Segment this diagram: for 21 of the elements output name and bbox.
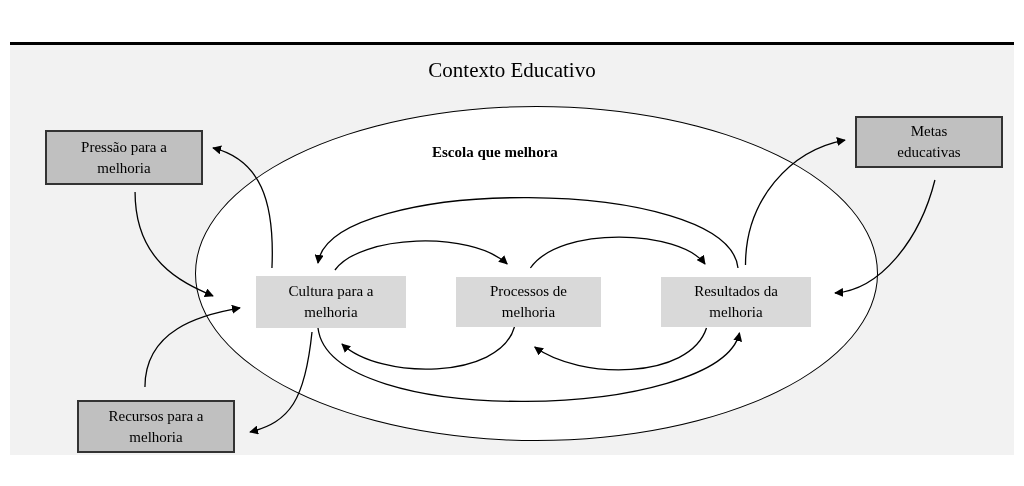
process-box: Cultura para a melhoria	[256, 276, 406, 328]
arrow	[144, 304, 241, 388]
factor-box: Metas educativas	[855, 116, 1003, 168]
panel-title: Contexto Educativo	[427, 57, 597, 84]
ellipse-heading: Escola que melhora	[432, 143, 558, 162]
arrow	[212, 146, 273, 269]
arrow	[834, 179, 936, 297]
process-box: Processos de melhoria	[456, 277, 601, 327]
factor-box: Recursos para a melhoria	[77, 400, 235, 453]
arrow	[529, 236, 706, 269]
context-panel	[10, 42, 1014, 455]
arrow	[534, 327, 708, 371]
arrow	[317, 327, 741, 403]
arrow	[744, 137, 846, 266]
arrow	[334, 240, 508, 271]
arrow	[249, 331, 313, 435]
process-box: Resultados da melhoria	[661, 277, 811, 327]
arrow	[317, 197, 739, 269]
factor-box: Pressão para a melhoria	[45, 130, 203, 185]
arrow	[341, 326, 516, 370]
arrow	[134, 191, 214, 297]
